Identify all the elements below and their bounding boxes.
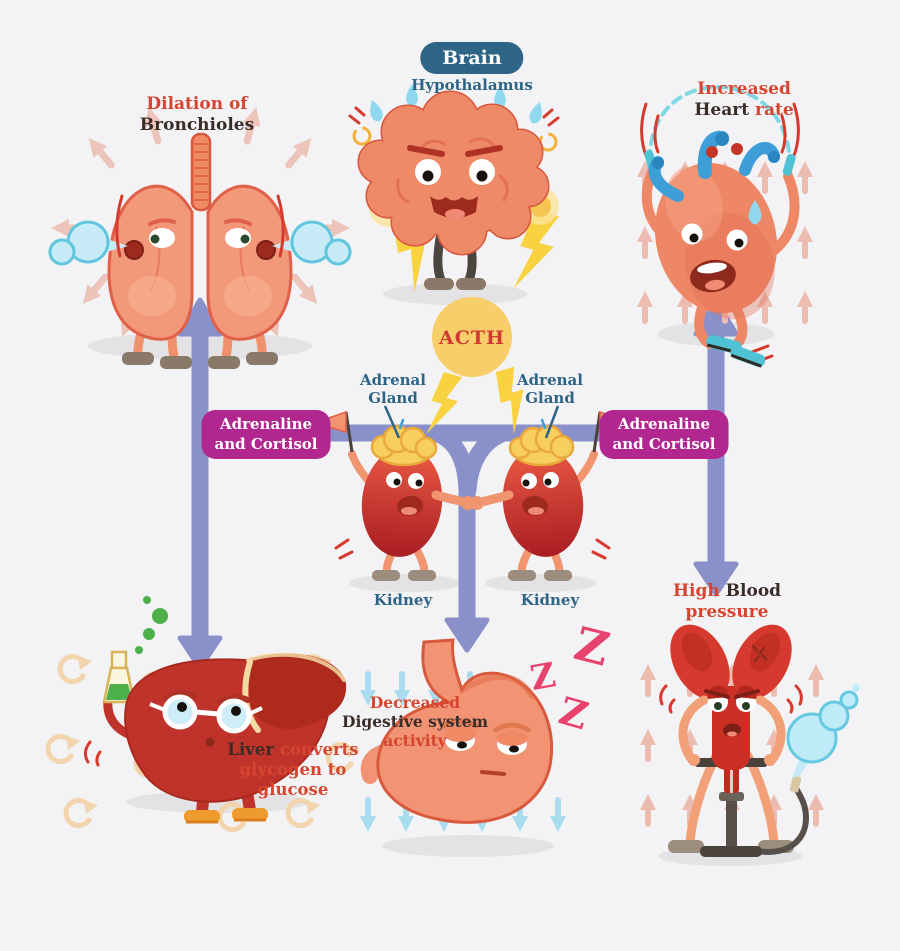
stomach-illustration: Z Z Z — [360, 616, 615, 824]
lungs-breath-puffs — [48, 220, 352, 266]
kidney-right-adrenal-gland — [508, 424, 575, 467]
liver-illustration — [83, 596, 347, 824]
hormone-badge-left: Adrenaline and Cortisol — [201, 410, 331, 459]
brain-body-fill — [359, 92, 548, 254]
pump-air-puff — [786, 684, 860, 764]
bp-face — [704, 685, 760, 737]
arrowhead-to-stomach — [444, 617, 490, 653]
brain-face — [407, 145, 503, 219]
heart-face — [681, 200, 762, 293]
bp-arms — [678, 695, 786, 765]
liver-right-lobe — [246, 653, 347, 729]
kidney-right-face — [521, 472, 559, 517]
bp-anger-mark — [751, 644, 768, 663]
liver-face — [149, 690, 263, 747]
flow-arrow-center-left-branch — [427, 424, 476, 631]
lungs-trachea — [190, 132, 212, 212]
kidney-right-illustration — [461, 410, 635, 581]
blood-pressure-illustration — [659, 624, 860, 857]
lungs-faces — [124, 218, 276, 260]
heart-illustration — [640, 85, 800, 368]
pump-hose — [754, 787, 810, 855]
svg-text:Z: Z — [569, 616, 615, 677]
flow-arrow-center-right-branch — [459, 424, 513, 499]
lungs-motion-arcs — [115, 194, 285, 258]
adrenal-gland-right-label: Adrenal Gland — [517, 371, 583, 408]
kidney-left-face — [386, 472, 424, 517]
liver-flask — [102, 596, 168, 704]
lungs-illustration — [48, 132, 352, 369]
hypothalamus-label: Hypothalamus — [411, 76, 533, 94]
kidney-left-label: Kidney — [373, 591, 433, 609]
blood-pressure-label: High Blood pressure — [672, 581, 782, 622]
stomach-face — [441, 718, 531, 776]
kidney-left-illustration — [311, 410, 475, 581]
brain-badge-label: Brain — [442, 47, 502, 69]
stomach-label: Decreased Digestive system activity — [342, 693, 488, 750]
arrowhead-to-liver — [177, 635, 223, 671]
brain-illustration — [348, 84, 560, 290]
arrowhead-to-bp — [693, 561, 739, 597]
kidney-right-label: Kidney — [520, 591, 580, 609]
adrenal-gland-left-label: Adrenal Gland — [360, 371, 426, 408]
acth-label: ACTH — [439, 327, 505, 349]
brain-badge: Brain — [420, 42, 524, 74]
hormone-badge-right: Adrenaline and Cortisol — [599, 410, 729, 459]
kidney-left-adrenal-gland — [370, 424, 438, 467]
heart-vessels — [648, 130, 780, 202]
svg-text:Z: Z — [554, 688, 593, 739]
liver-label: Liver converts glycogen to glucose — [227, 740, 359, 800]
lungs-label: Dilation of Bronchioles — [139, 94, 255, 135]
acth-circle — [432, 297, 512, 377]
heart-label: Increased Heart rate — [694, 79, 794, 120]
